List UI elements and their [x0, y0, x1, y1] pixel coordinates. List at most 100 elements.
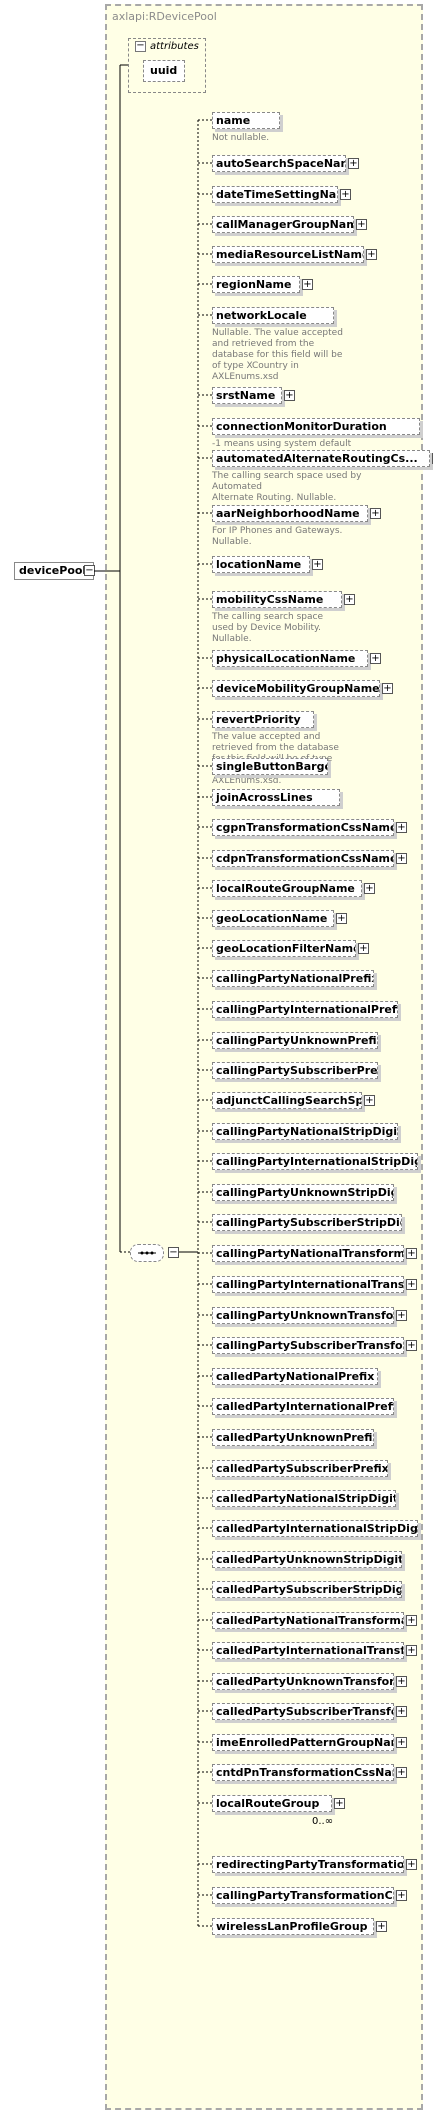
element-28[interactable]: callingPartyNationalStripDigits [212, 1123, 398, 1140]
expand-icon[interactable]: + [406, 1859, 417, 1870]
element-22[interactable]: geoLocationFilterName [212, 940, 356, 957]
expand-icon[interactable]: + [382, 683, 393, 694]
expand-icon[interactable]: + [370, 508, 381, 519]
element-39[interactable]: calledPartySubscriberPrefix [212, 1460, 388, 1477]
expand-icon[interactable]: + [396, 822, 407, 833]
expand-icon[interactable]: + [370, 653, 381, 664]
element-24[interactable]: callingPartyInternationalPrefix [212, 1001, 398, 1018]
element-0[interactable]: name [212, 112, 280, 129]
expand-icon[interactable]: + [312, 559, 323, 570]
element-3[interactable]: callManagerGroupName [212, 216, 354, 233]
element-18[interactable]: cgpnTransformationCssName [212, 819, 394, 836]
expand-icon[interactable]: + [344, 594, 355, 605]
element-52[interactable]: callingPartyTransformationCSS [212, 1887, 394, 1904]
element-50[interactable]: localRouteGroup [212, 1795, 332, 1812]
element-4[interactable]: mediaResourceListName [212, 246, 364, 263]
element-43[interactable]: calledPartySubscriberStripDigits [212, 1581, 402, 1598]
element-51[interactable]: redirectingPartyTransformatio... [212, 1856, 404, 1873]
element-11[interactable]: locationName [212, 556, 310, 573]
element-9[interactable]: automatedAlternateRoutingCs... [212, 450, 430, 467]
expand-icon[interactable]: + [396, 1676, 407, 1687]
expand-icon[interactable]: + [406, 1248, 417, 1259]
expand-icon[interactable]: + [396, 1310, 407, 1321]
element-46[interactable]: calledPartyUnknownTransform... [212, 1673, 394, 1690]
element-42[interactable]: calledPartyUnknownStripDigits [212, 1551, 402, 1568]
element-17[interactable]: joinAcrossLines [212, 789, 340, 806]
expand-icon[interactable]: + [406, 1615, 417, 1626]
expand-icon[interactable]: + [364, 883, 375, 894]
expand-icon[interactable]: + [406, 1279, 417, 1290]
element-37[interactable]: calledPartyInternationalPrefix [212, 1398, 394, 1415]
element-19[interactable]: cdpnTransformationCssName [212, 850, 394, 867]
element-10[interactable]: aarNeighborhoodName [212, 505, 368, 522]
expand-icon[interactable]: + [396, 1890, 407, 1901]
element-14[interactable]: deviceMobilityGroupName [212, 680, 380, 697]
element-41[interactable]: calledPartyInternationalStripDigits [212, 1520, 418, 1537]
element-23[interactable]: callingPartyNationalPrefix [212, 970, 374, 987]
element-16[interactable]: singleButtonBarge [212, 758, 328, 775]
element-7[interactable]: srstName [212, 387, 282, 404]
element-29[interactable]: callingPartyInternationalStripDig... [212, 1153, 418, 1170]
element-25[interactable]: callingPartyUnknownPrefix [212, 1032, 378, 1049]
element-31[interactable]: callingPartySubscriberStripDigits [212, 1214, 402, 1231]
element-53[interactable]: wirelessLanProfileGroup [212, 1918, 374, 1935]
element-description: The calling search space used by Automat… [212, 471, 362, 503]
element-6[interactable]: networkLocale [212, 307, 334, 324]
element-description: The calling search space used by Device … [212, 612, 324, 644]
element-38[interactable]: calledPartyUnknownPrefix [212, 1429, 374, 1446]
element-26[interactable]: callingPartySubscriberPrefix [212, 1062, 378, 1079]
collapse-icon[interactable]: − [135, 40, 146, 52]
complex-type-panel [105, 4, 423, 2110]
element-40[interactable]: calledPartyNationalStripDigits [212, 1490, 396, 1507]
element-33[interactable]: callingPartyInternationalTransf... [212, 1276, 404, 1293]
expand-icon[interactable]: + [356, 219, 367, 230]
expand-icon[interactable]: + [302, 279, 313, 290]
expand-icon[interactable]: + [348, 158, 359, 169]
element-49[interactable]: cntdPnTransformationCssName [212, 1764, 394, 1781]
occurrence-label: 0..∞ [312, 1816, 334, 1827]
expand-icon[interactable]: + [376, 1921, 387, 1932]
sequence-compositor[interactable] [130, 1244, 164, 1262]
expand-icon[interactable]: + [358, 943, 369, 954]
element-44[interactable]: calledPartyNationalTransformat... [212, 1612, 404, 1629]
element-30[interactable]: callingPartyUnknownStripDigits [212, 1184, 394, 1201]
expand-icon[interactable]: + [340, 189, 351, 200]
expand-icon[interactable]: + [396, 1706, 407, 1717]
element-8[interactable]: connectionMonitorDuration [212, 418, 420, 435]
element-27[interactable]: adjunctCallingSearchSpace [212, 1092, 362, 1109]
expand-icon[interactable]: + [406, 1340, 417, 1351]
element-description: Not nullable. [212, 133, 270, 143]
expand-icon[interactable]: + [366, 249, 377, 260]
element-20[interactable]: localRouteGroupName [212, 880, 362, 897]
element-32[interactable]: callingPartyNationalTransforma... [212, 1245, 404, 1262]
element-47[interactable]: calledPartySubscriberTransfor... [212, 1703, 394, 1720]
element-13[interactable]: physicalLocationName [212, 650, 368, 667]
element-1[interactable]: autoSearchSpaceName [212, 155, 346, 172]
element-34[interactable]: callingPartyUnknownTransfor... [212, 1307, 394, 1324]
element-2[interactable]: dateTimeSettingName [212, 186, 338, 203]
attribute-uuid[interactable]: uuid [143, 60, 185, 82]
element-5[interactable]: regionName [212, 276, 300, 293]
expand-icon[interactable]: + [406, 1645, 417, 1656]
collapse-icon[interactable]: − [168, 1247, 179, 1258]
type-title: axlapi:RDevicePool [112, 10, 217, 23]
element-21[interactable]: geoLocationName [212, 910, 334, 927]
sequence-icon [138, 1251, 156, 1255]
root-element[interactable]: devicePool [14, 562, 94, 580]
expand-icon[interactable]: + [396, 853, 407, 864]
element-15[interactable]: revertPriority [212, 711, 314, 728]
element-12[interactable]: mobilityCssName [212, 591, 342, 608]
expand-icon[interactable]: + [364, 1095, 375, 1106]
expand-icon[interactable]: + [284, 390, 295, 401]
element-35[interactable]: callingPartySubscriberTransfor... [212, 1337, 404, 1354]
element-45[interactable]: calledPartyInternationalTransfo... [212, 1642, 404, 1659]
expand-icon[interactable]: + [396, 1737, 407, 1748]
expand-icon[interactable]: + [336, 913, 347, 924]
element-description: -1 means using system default [212, 439, 352, 449]
element-36[interactable]: calledPartyNationalPrefix [212, 1368, 378, 1385]
expand-icon[interactable]: + [334, 1798, 345, 1809]
expand-icon[interactable]: + [396, 1767, 407, 1778]
element-48[interactable]: imeEnrolledPatternGroupName [212, 1734, 394, 1751]
